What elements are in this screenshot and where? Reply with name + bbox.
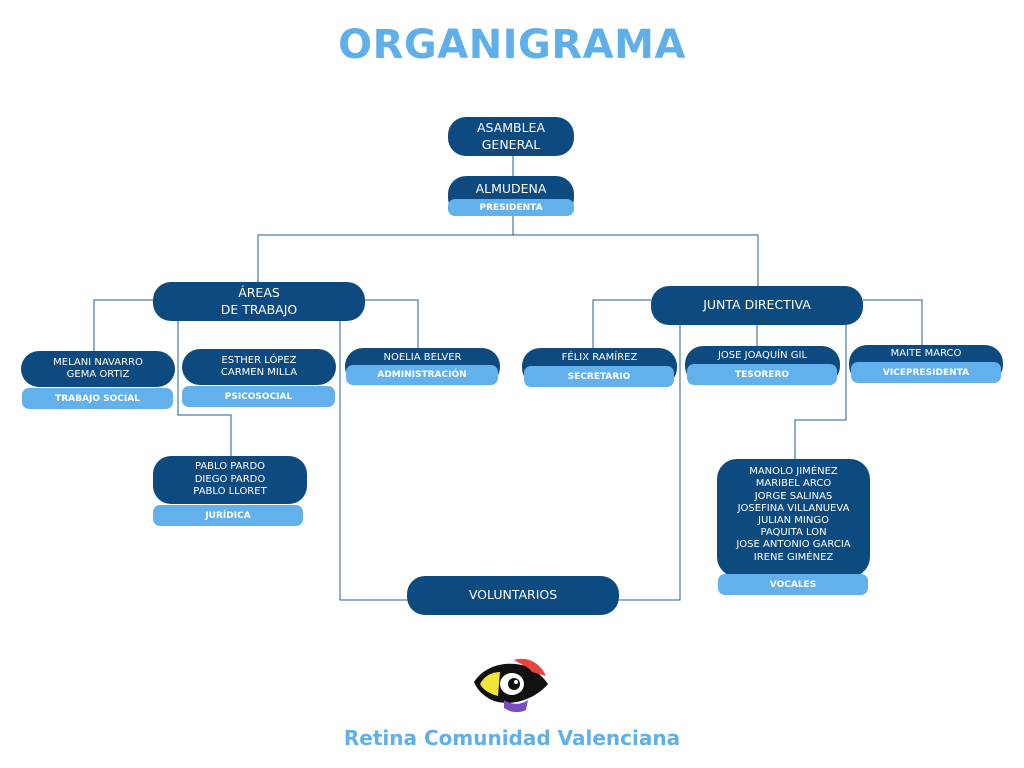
juridica-person-2: DIEGO PARDO (194, 473, 266, 485)
psicosocial-node: ESTHER LÓPEZ CARMEN MILLA (182, 349, 336, 385)
vocal-5: JULIAN MINGO (758, 515, 829, 526)
areas-de-trabajo-node: ÁREAS DE TRABAJO (153, 282, 365, 321)
juridica-role-badge: JURÍDICA (153, 505, 303, 526)
secretario-person: FÉLIX RAMÍREZ (561, 352, 638, 363)
administracion-person: NOELIA BELVER (383, 352, 462, 363)
trabajo-social-role-badge: TRABAJO SOCIAL (22, 388, 173, 409)
tesorero-role-badge: TESORERO (687, 364, 837, 385)
vocales-node: MANOLO JIMÉNEZ MARIBEL ARCO JORGE SALINA… (717, 459, 870, 577)
psicosocial-person-2: CARMEN MILLA (220, 367, 298, 378)
vocal-6: PAQUITA LON (760, 527, 827, 539)
organization-name: Retina Comunidad Valenciana (343, 726, 681, 750)
juridica-person-1: PABLO PARDO (194, 461, 266, 473)
trabajo-social-person-2: GEMA ORTIZ (66, 369, 130, 380)
areas-line-2: DE TRABAJO (220, 301, 298, 317)
areas-line-1: ÁREAS (238, 285, 280, 301)
vocal-7: JOSE ANTONIO GARCIA (736, 539, 851, 551)
junta-directiva-node: JUNTA DIRECTIVA (651, 286, 863, 325)
tesorero-person: JOSE JOAQUÍN GIL (717, 350, 808, 361)
presidenta-role-badge: PRESIDENTA (448, 199, 574, 216)
retina-eye-logo-icon (474, 658, 548, 713)
junta-label: JUNTA DIRECTIVA (703, 297, 811, 313)
trabajo-social-person-1: MELANI NAVARRO (53, 356, 143, 368)
asamblea-line-2: GENERAL (481, 136, 541, 152)
vicepresidenta-person: MAITE MARCO (890, 348, 962, 359)
vocal-3: JORGE SALINAS (754, 490, 833, 502)
almudena-name: ALMUDENA (475, 181, 547, 196)
secretario-role-badge: SECRETARIO (524, 366, 674, 387)
juridica-person-3: PABLO LLORET (193, 486, 267, 498)
administracion-role-badge: ADMINISTRACIÓN (346, 365, 498, 385)
psicosocial-role-badge: PSICOSOCIAL (182, 386, 335, 407)
psicosocial-person-1: ESTHER LÓPEZ (221, 354, 297, 366)
vicepresidenta-role-badge: VICEPRESIDENTA (851, 362, 1001, 383)
voluntarios-node: VOLUNTARIOS (407, 576, 619, 615)
asamblea-general-node: ASAMBLEA GENERAL (448, 117, 574, 156)
trabajo-social-node: MELANI NAVARRO GEMA ORTIZ (21, 351, 175, 387)
vocal-8: IRENE GIMÉNEZ (753, 551, 834, 563)
vocal-2: MARIBEL ARCO (755, 478, 832, 490)
voluntarios-label: VOLUNTARIOS (468, 587, 558, 603)
vocal-1: MANOLO JIMÉNEZ (749, 466, 838, 478)
page-title: ORGANIGRAMA (338, 22, 686, 68)
juridica-node: PABLO PARDO DIEGO PARDO PABLO LLORET (153, 456, 307, 504)
asamblea-line-1: ASAMBLEA (476, 120, 546, 136)
vocales-role-badge: VOCALES (718, 574, 868, 595)
vocal-4: JOSEFINA VILLANUEVA (737, 502, 850, 514)
